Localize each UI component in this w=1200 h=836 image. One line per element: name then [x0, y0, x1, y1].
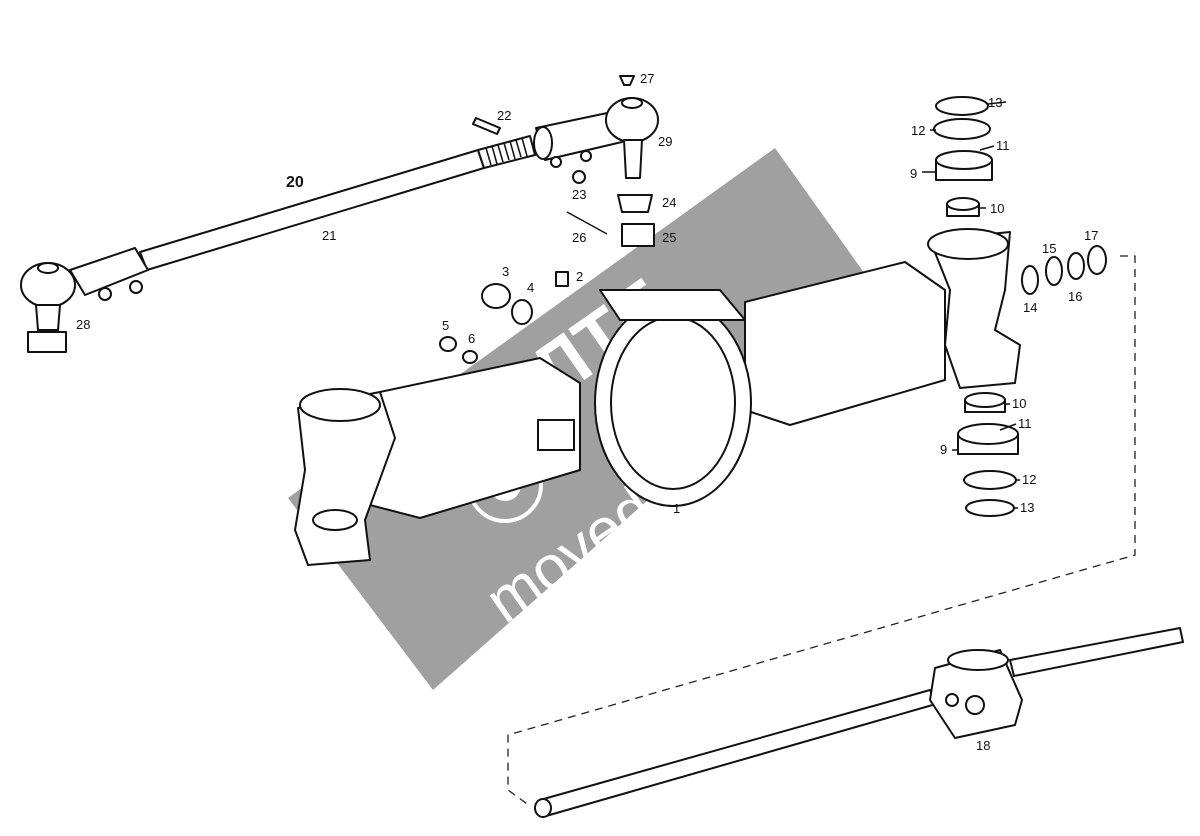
right-knuckle-yoke [929, 231, 1021, 389]
callout-23: 23 [572, 187, 586, 202]
upper-bearing-stack [933, 96, 993, 217]
callout-18: 18 [976, 738, 990, 753]
differential-flange-inner [610, 316, 736, 490]
left-kingpin-bore [299, 388, 381, 422]
callout-24: 24 [662, 195, 676, 210]
leader-11a [979, 145, 995, 151]
small-parts [439, 117, 655, 364]
ring-12-bottom [963, 470, 1017, 490]
callout-26: 26 [572, 230, 586, 245]
callout-10-bottom: 10 [1012, 396, 1026, 411]
shaft-right-bar [1009, 627, 1184, 677]
plug-5 [439, 336, 457, 352]
callout-21: 21 [322, 228, 336, 243]
callout-6: 6 [468, 331, 475, 346]
callout-14: 14 [1023, 300, 1037, 315]
callout-22: 22 [497, 108, 511, 123]
ball-joint-left-top [37, 262, 59, 274]
tie-rod-tube [139, 149, 485, 271]
cv-joint-cross-1 [965, 695, 985, 715]
bolt-22 [472, 117, 501, 135]
leader-13a [987, 101, 1007, 105]
castle-nut-24 [617, 194, 653, 213]
callout-16: 16 [1068, 289, 1082, 304]
callout-10-top: 10 [990, 201, 1004, 216]
plug-3 [481, 283, 511, 309]
drive-shaft [534, 627, 1184, 818]
shaft-left-end [534, 798, 552, 818]
id-plate [537, 419, 575, 451]
lower-bearing-stack [957, 392, 1019, 517]
clamp-bolt-right-2 [580, 150, 592, 162]
ball-joint-right-stud [623, 139, 643, 179]
clamp-bolt-right-1 [550, 156, 562, 168]
ball-joint-left-stud [35, 304, 61, 331]
callout-2: 2 [576, 269, 583, 284]
thread-hatching [485, 137, 528, 166]
callout-20: 20 [286, 174, 304, 191]
callout-5: 5 [442, 318, 449, 333]
ring-12-top [933, 118, 991, 140]
callout-13-bottom: 13 [1020, 500, 1034, 515]
ring-13-bottom [965, 499, 1015, 517]
cv-joint-cross-2 [945, 693, 959, 707]
ring-15 [1045, 256, 1063, 286]
ring-17 [1087, 245, 1107, 275]
callout-12-top: 12 [911, 123, 925, 138]
callout-labels: 1 2 3 4 5 6 9 9 10 10 11 11 12 12 13 13 … [76, 71, 1098, 753]
tie-rod-assembly [20, 135, 536, 353]
cv-joint-body [929, 649, 1023, 739]
castle-nut-25 [621, 223, 655, 247]
callout-3: 3 [502, 264, 509, 279]
ball-joint-right-top [621, 97, 643, 109]
callout-9-bottom: 9 [940, 442, 947, 457]
leader-11b [999, 423, 1017, 431]
watermark-band [288, 148, 880, 690]
callout-11-top: 11 [996, 138, 1010, 153]
callout-25: 25 [662, 230, 676, 245]
left-lower-bore [312, 509, 358, 531]
callout-1: 1 [673, 501, 680, 516]
grease-nipple-icon [619, 75, 635, 86]
race-10-bottom-face [964, 392, 1006, 408]
cv-joint-cap [947, 649, 1009, 671]
seal-rings [1021, 245, 1107, 295]
ring-14 [1021, 265, 1039, 295]
bearing-9-top-face [935, 150, 993, 170]
assembly-path-dashed [507, 255, 1136, 807]
cotter-pin-26 [566, 211, 608, 235]
callout-27: 27 [640, 71, 654, 86]
leader-lines [922, 101, 1020, 509]
tie-rod-end-right-bore [533, 126, 553, 160]
callout-9-top: 9 [910, 166, 917, 181]
clamp-bolt-left-2 [129, 280, 143, 294]
axle-housing [294, 228, 1021, 566]
race-10-top-face [946, 197, 980, 211]
callout-28: 28 [76, 317, 90, 332]
breather-2 [555, 271, 569, 287]
callout-13-top: 13 [988, 95, 1002, 110]
ball-joint-left-nut [27, 331, 67, 353]
nut-23 [572, 170, 586, 184]
tie-rod-end-left [69, 247, 149, 296]
washer-6 [462, 350, 478, 364]
callout-11-bottom: 11 [1018, 416, 1032, 431]
callout-15: 15 [1042, 241, 1056, 256]
seal-ring-4 [511, 299, 533, 325]
ring-13-top [935, 96, 989, 116]
callout-4: 4 [527, 280, 534, 295]
housing-top-bridge [599, 289, 746, 321]
callout-29: 29 [658, 134, 672, 149]
tie-rod-end-right [533, 75, 659, 179]
right-kingpin-bore [927, 228, 1009, 260]
callout-12-bottom: 12 [1022, 472, 1036, 487]
ring-16 [1067, 252, 1085, 280]
callout-17: 17 [1084, 228, 1098, 243]
clamp-bolt-left-1 [98, 287, 112, 301]
